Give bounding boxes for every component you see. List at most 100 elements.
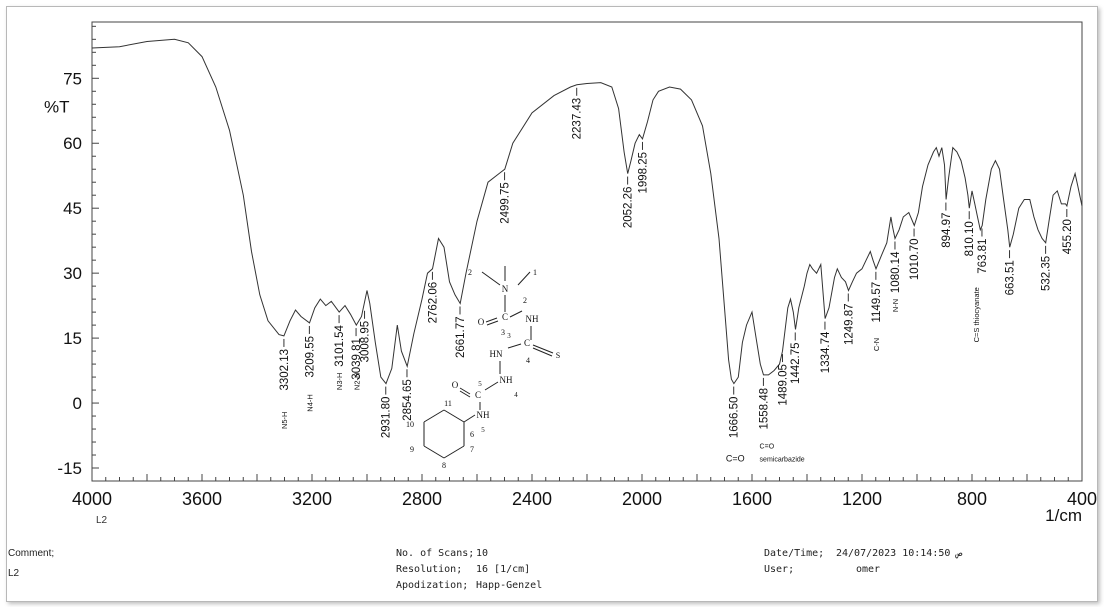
ring-number: 11	[444, 399, 452, 408]
y-tick-label: 15	[63, 329, 82, 348]
peak-label: 2052.26	[623, 187, 635, 229]
x-tick-label: 4000	[72, 489, 112, 509]
peak-label: 3039.81	[351, 338, 363, 380]
peak-label: 2931.80	[381, 397, 393, 439]
peak-label: 1334.74	[820, 331, 832, 373]
comment-value: L2	[8, 568, 20, 579]
y-tick-label: 0	[73, 394, 82, 413]
ring-bond	[443, 445, 465, 459]
series-label: L2	[96, 515, 108, 526]
x-tick-label: 2400	[512, 489, 552, 509]
peak-label: 455.20	[1062, 219, 1074, 254]
peak-label: 1558.48	[758, 388, 770, 430]
peak-label: 3302.13	[279, 349, 291, 391]
x-tick-label: 2000	[622, 489, 662, 509]
peak-label: 2762.06	[427, 282, 439, 324]
spectrum-line	[91, 38, 1083, 385]
peak-label: 1149.57	[871, 282, 883, 323]
atom-number: 4	[526, 356, 530, 365]
peak-label: 1010.70	[909, 239, 921, 281]
ring-bond	[443, 409, 465, 423]
bond	[485, 317, 498, 323]
nh-atom: HN	[490, 349, 503, 359]
peak-label: 1998.25	[637, 152, 649, 194]
datetime-label: Date/Time;	[764, 548, 825, 559]
series-group	[91, 38, 1083, 385]
datetime-value: 24/07/2023 10:14:50 ص	[836, 548, 963, 559]
peak-label: 1666.50	[729, 397, 741, 439]
peak-label: 1249.87	[843, 303, 855, 345]
user-label: User;	[764, 564, 795, 575]
nh-atom: NH	[526, 314, 539, 324]
y-tick-label: -15	[57, 459, 82, 478]
nh-atom: NH	[477, 410, 490, 420]
bond	[532, 344, 554, 354]
band-label: N3-H	[335, 373, 344, 391]
ring-number: 7	[470, 445, 474, 454]
x-axis-label: 1/cm	[1045, 506, 1082, 525]
y-tick-label: 45	[63, 199, 82, 218]
c-atom: C	[524, 338, 530, 348]
resolution-label: Resolution;	[396, 564, 463, 575]
peak-label: 1442.75	[790, 342, 802, 384]
bond	[532, 347, 553, 357]
peak-label: 3209.55	[304, 336, 316, 378]
atom-number: 2	[523, 296, 527, 305]
peak-label: 3101.54	[334, 325, 346, 367]
peak-label: 2499.75	[500, 182, 512, 224]
atom-number: 3	[501, 328, 505, 337]
y-tick-label: 60	[63, 134, 82, 153]
o-atom: O	[452, 380, 459, 390]
peak-label: 663.51	[1005, 260, 1017, 295]
scans-value: 10	[476, 548, 489, 559]
apodization-value: Happ-Genzel	[476, 580, 543, 591]
band-label: semicarbazide	[760, 457, 805, 464]
band-label: N4-H	[306, 394, 315, 412]
band-label: N5-H	[280, 412, 289, 430]
x-tick-label: 400	[1067, 489, 1097, 509]
bond	[486, 320, 499, 326]
scans-label: No. of Scans;	[396, 548, 475, 559]
peak-label: 894.97	[941, 213, 953, 248]
comment-label: Comment;	[8, 548, 55, 559]
plot-border	[91, 21, 1083, 482]
user-value: omer	[856, 564, 881, 575]
ring-number: 9	[410, 445, 414, 454]
atom-number: 3	[507, 332, 511, 340]
band-label: C=O	[726, 454, 745, 464]
bond	[484, 381, 499, 391]
band-label: N2-H	[352, 373, 361, 391]
resolution-value: 16 [1/cm]	[476, 564, 531, 575]
sulfur-atom: S	[556, 351, 560, 360]
peak-label: 763.81	[977, 239, 989, 274]
x-tick-label: 3600	[182, 489, 222, 509]
y-tick-label: 30	[63, 264, 82, 283]
nh-atom: NH	[500, 375, 513, 385]
peak-label: 2661.77	[455, 316, 467, 358]
peak-label: 1489.05	[778, 364, 790, 406]
c-atom: C	[475, 390, 481, 400]
bond	[459, 390, 471, 398]
x-tick-label: 1600	[732, 489, 772, 509]
bond	[507, 343, 522, 349]
ring-number: 6	[470, 430, 474, 439]
peak-label: 810.10	[964, 221, 976, 256]
atom-number: 5	[481, 426, 485, 434]
x-tick-label: 3200	[292, 489, 332, 509]
bond	[509, 310, 523, 318]
bond	[463, 414, 476, 423]
x-tick-label: 2800	[402, 489, 442, 509]
band-label: C=O	[760, 444, 775, 451]
band-label: C=S thiocyanate	[972, 287, 981, 342]
n-atom: N	[502, 284, 509, 294]
c-atom: C	[502, 312, 508, 322]
atom-number: 5	[478, 380, 482, 388]
methyl-number: 1	[533, 268, 537, 277]
peak-label: 2237.43	[572, 98, 584, 140]
peak-label: 3008.95	[360, 321, 372, 363]
ring-number: 10	[406, 420, 414, 429]
